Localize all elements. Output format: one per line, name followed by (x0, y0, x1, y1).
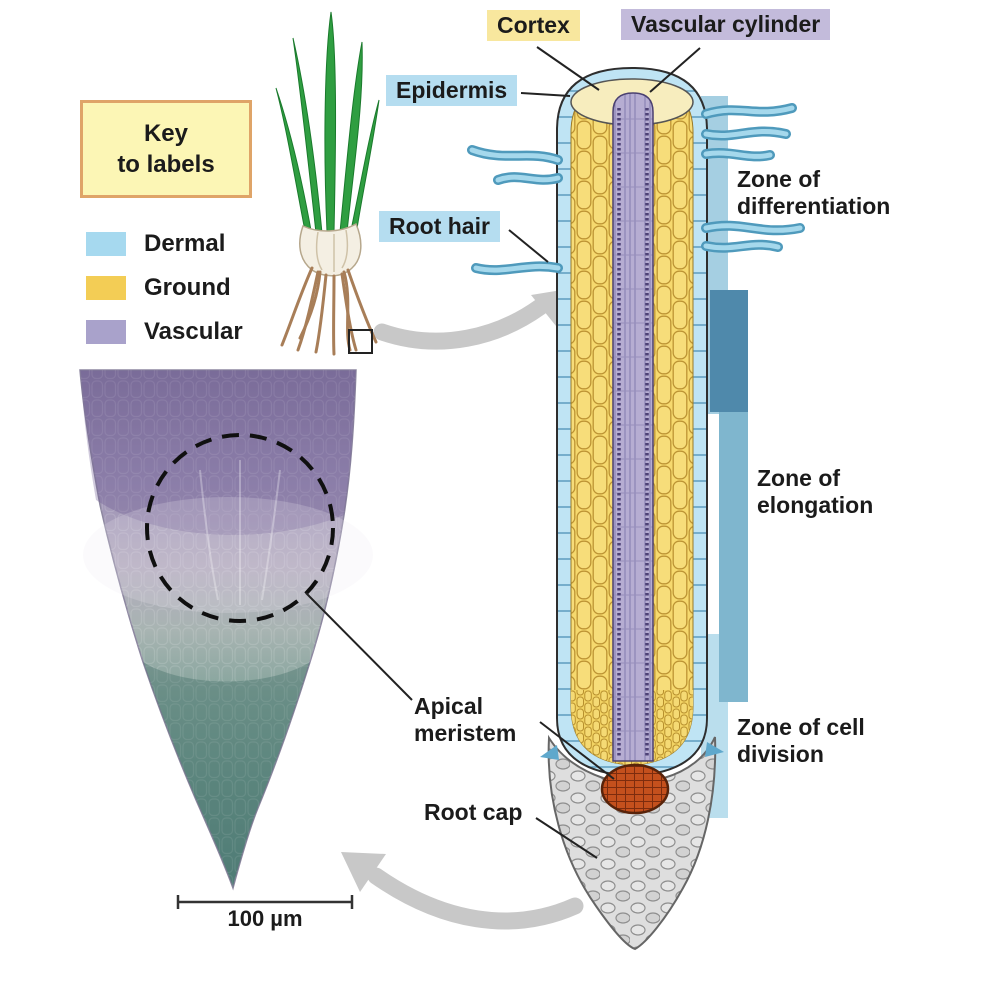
epidermis-label: Epidermis (386, 75, 518, 107)
zone-of-cell-division-label: Zone of cell division (737, 714, 865, 768)
legend-item-ground: Ground (86, 266, 243, 310)
onion-roots (280, 266, 378, 356)
dermal-label: Dermal (144, 230, 226, 257)
callout-line-circle-to-label (305, 592, 413, 701)
legend-item-vascular: Vascular (86, 310, 243, 354)
callout-line-root-hair (508, 229, 549, 263)
zone-of-differentiation-label: Zone of differentiation (737, 166, 891, 220)
zone-of-elongation-label: Zone of elongation (757, 465, 874, 519)
apical-meristem-label: Apical meristem (414, 693, 517, 747)
callout-line-root-cap (535, 817, 598, 859)
ground-label: Ground (144, 274, 231, 301)
key-box: Key to labels (80, 100, 252, 198)
callout-line-apical-meristem (539, 721, 615, 780)
vascular-cylinder-label: Vascular cylinder (621, 9, 831, 41)
onion-plant-illustration (275, 11, 380, 356)
meristem-dashed-circle (145, 433, 335, 623)
arrow-onion-to-root (373, 288, 574, 350)
callout-line-epidermis (520, 92, 571, 97)
legend-item-dermal: Dermal (86, 222, 243, 266)
root-hairs (467, 103, 805, 276)
callout-line-vascular-cylinder (649, 47, 701, 93)
onion-bulb (299, 222, 362, 277)
dermal-swatch (86, 232, 126, 256)
root-hair-label: Root hair (379, 211, 500, 243)
root-tip-selection-box (348, 329, 373, 354)
micrograph-image (79, 369, 373, 909)
root-cap-blue-nub-right (705, 742, 724, 757)
vascular-swatch (86, 320, 126, 344)
root-cap-blue-nub-left (540, 745, 559, 760)
root-cap-label: Root cap (424, 799, 523, 825)
apical-meristem-spot (600, 763, 670, 815)
key-legend: Dermal Ground Vascular (86, 222, 243, 354)
callout-line-cortex (536, 46, 600, 91)
scale-bar-label: 100 µm (227, 906, 303, 931)
arrow-rootcap-to-micrograph (341, 852, 584, 930)
scale-bar (176, 895, 354, 909)
callout-lines (305, 46, 701, 859)
zone-bar-differentiation-dark (710, 290, 748, 412)
ground-swatch (86, 276, 126, 300)
cortex-label: Cortex (487, 10, 580, 42)
vascular-label: Vascular (144, 318, 243, 345)
zone-bar-elongation (719, 412, 748, 702)
main-root-diagram (467, 66, 805, 951)
onion-leaves (275, 11, 380, 237)
vascular-cylinder-strip (612, 92, 654, 762)
